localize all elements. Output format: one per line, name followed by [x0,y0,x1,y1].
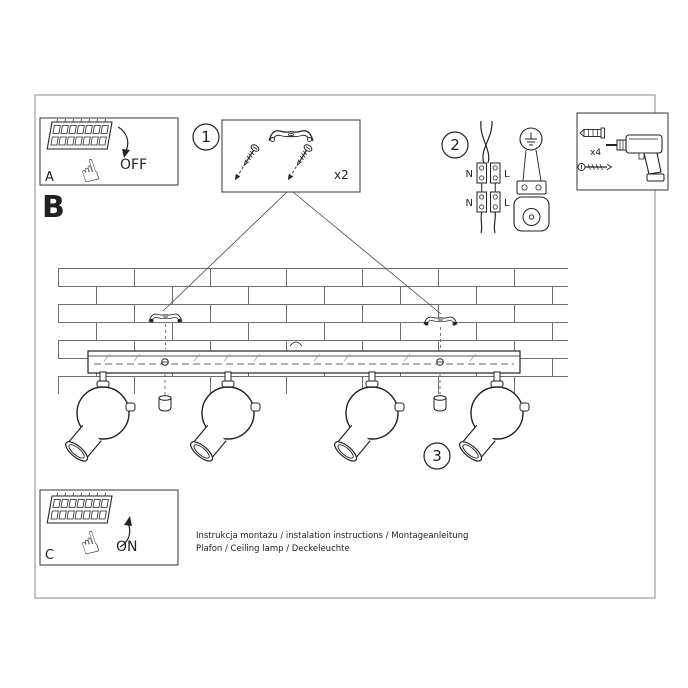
page-border [34,94,656,599]
step2-circle [441,131,469,159]
step1-number: 1 [201,128,211,146]
panel-c-state: ON [116,539,138,555]
rail-screw [161,358,169,366]
panel-c-label: C [45,548,54,563]
wire [480,120,490,164]
mounting-rail [87,350,521,374]
footer-line-2: Plafon / Ceiling lamp / Deckeleuchte [196,544,350,554]
bracket-screw-dot [452,322,456,326]
screw-cap [433,395,447,412]
section-b-label: B [42,190,65,225]
wire [482,120,493,164]
terminal-block [476,162,501,184]
bracket-leader-line [292,191,442,315]
wire [493,211,496,234]
bracket-screw-dot [425,322,429,326]
drill-icon [606,134,665,182]
wire-label-n: N [466,198,473,209]
screw-icon [577,163,613,171]
step1-circle [192,123,220,151]
step1-group: 1 x2 [192,119,361,193]
panel-c-box: ☝ ON C [39,489,179,566]
screw-cap [158,395,172,412]
wire [480,211,483,234]
mounting-bracket-icon [268,130,314,143]
brick-wall [58,268,568,394]
wire-label-n: N [466,169,473,180]
hardware-box: x4 [576,112,669,191]
panel-a-state: OFF [120,157,147,173]
plug-quantity: x4 [590,148,601,158]
rail-hatching [103,353,477,362]
panel-a-box: ☝ OFF A [39,117,179,192]
step3-number: 3 [432,447,442,465]
ceiling-connector-icon [513,149,550,232]
wire-label-l: L [504,169,510,180]
step2-number: 2 [450,136,460,154]
flip-down-arrowhead [122,149,130,158]
flip-down-arrow-icon [117,126,129,152]
footer-line-1: Instrukcja montażu / instalation instruc… [196,531,468,541]
wall-plug-icon [579,127,605,139]
breaker-panel-icon [46,492,114,524]
bracket-leader-line [162,191,288,312]
earth-symbol-icon [519,127,543,151]
step2-group: 2 N L N L [441,120,550,234]
terminal-block [476,191,501,213]
wall-bracket [423,316,458,326]
step1-quantity: x2 [334,168,349,182]
flip-up-arrowhead [124,516,132,526]
wire-label-l: L [504,198,510,209]
center-hook-mark [289,341,303,347]
bracket-screw-dot [177,319,181,323]
bracket-screw-dot [150,319,154,323]
rail-screw [436,358,444,366]
panel-a-label: A [45,170,54,185]
breaker-panel-icon [46,118,114,150]
wall-bracket [148,313,183,323]
step3-circle [423,442,451,470]
